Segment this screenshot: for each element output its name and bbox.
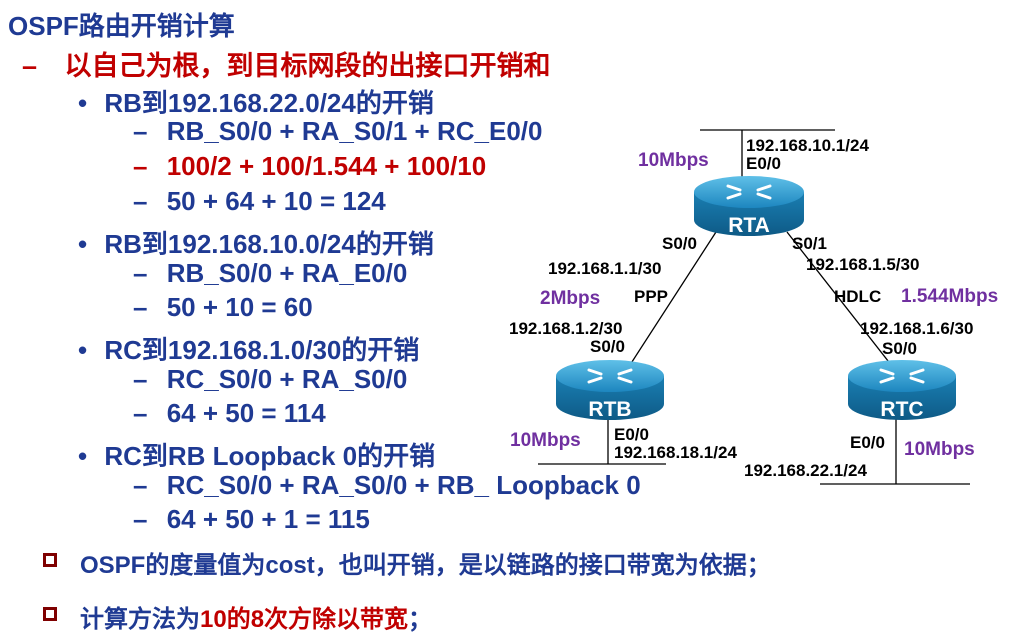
outline-line-14: – 64 + 50 + 1 = 115 — [133, 504, 370, 535]
line-text: RB到192.168.10.0/24的开销 — [104, 229, 434, 259]
line-marker: • — [78, 441, 88, 471]
label-bw-2m: 2Mbps — [540, 288, 600, 309]
label-rta-bw: 10Mbps — [638, 150, 709, 171]
outline-line-13: – RC_S0/0 + RA_S0/0 + RB_ Loopback 0 — [133, 470, 641, 501]
label-rta-net: 192.168.10.1/24 — [746, 136, 869, 155]
label-ip-22-1: 192.168.22.1/24 — [744, 461, 867, 480]
line-text: RC到192.168.1.0/30的开销 — [104, 335, 420, 365]
line-marker: • — [78, 335, 88, 365]
outline-line-4: – 100/2 + 100/1.544 + 100/10 — [133, 151, 486, 182]
outline-line-2: • RB到192.168.22.0/24的开销 — [78, 83, 434, 120]
label-rta-s01: S0/1 — [792, 234, 827, 253]
router-rtb-icon — [556, 360, 664, 420]
line-marker: – — [133, 258, 148, 288]
line-marker: • — [78, 229, 88, 259]
note-formula: 计算方法为10的8次方除以带宽； — [80, 599, 432, 634]
label-rta-s00: S0/0 — [662, 234, 697, 253]
label-rtc-e0: E0/0 — [850, 433, 885, 452]
line-text: RB到192.168.22.0/24的开销 — [104, 88, 434, 118]
note-text: OSPF的度量值为cost，也叫开销，是以链路的接口带宽为依据； — [80, 552, 771, 579]
label-ip-1-2: 192.168.1.2/30 — [509, 319, 622, 338]
outline-line-5: – 50 + 64 + 10 = 124 — [133, 186, 386, 217]
line-text: 以自己为根，到目标网段的出接口开销和 — [64, 51, 551, 81]
outline-line-7: – RB_S0/0 + RA_E0/0 — [133, 258, 407, 289]
label-rtb-s00: S0/0 — [590, 337, 625, 356]
label-rtb-e0: E0/0 — [614, 425, 649, 444]
line-marker: – — [133, 116, 148, 146]
ppp-link — [627, 231, 717, 369]
page-title: OSPF路由开销计算 — [8, 11, 235, 41]
outline-line-11: – 64 + 50 = 114 — [133, 398, 326, 429]
line-marker: – — [133, 470, 148, 500]
hdlc-link — [786, 231, 893, 367]
note-cost: OSPF的度量值为cost，也叫开销，是以链路的接口带宽为依据； — [80, 545, 771, 580]
line-text: RC到RB Loopback 0的开销 — [104, 441, 436, 471]
line-marker: – — [22, 51, 38, 81]
outline-line-9: • RC到192.168.1.0/30的开销 — [78, 330, 419, 367]
line-text: RC_S0/0 + RA_S0/0 + RB_ Loopback 0 — [166, 470, 641, 500]
outline-line-10: – RC_S0/0 + RA_S0/0 — [133, 364, 407, 395]
label-rtb-bw: 10Mbps — [510, 430, 581, 451]
router-label-rtc: RTC — [880, 398, 923, 421]
label-ip-1-5: 192.168.1.5/30 — [806, 255, 919, 274]
line-marker: – — [133, 364, 148, 394]
label-hdlc: HDLC — [834, 287, 881, 306]
line-marker: – — [133, 292, 148, 322]
line-text: RB_S0/0 + RA_S0/1 + RC_E0/0 — [166, 116, 543, 146]
label-ip-1-6: 192.168.1.6/30 — [860, 319, 973, 338]
line-marker: – — [133, 398, 148, 428]
line-text: RB_S0/0 + RA_E0/0 — [166, 258, 408, 288]
line-marker: – — [133, 151, 148, 181]
outline-line-3: – RB_S0/0 + RA_S0/1 + RC_E0/0 — [133, 116, 542, 147]
outline-line-12: • RC到RB Loopback 0的开销 — [78, 436, 435, 473]
router-label-rta: RTA — [728, 214, 770, 237]
line-text: 50 + 64 + 10 = 124 — [166, 186, 386, 216]
note-text: 计算方法为 — [80, 606, 200, 633]
square-bullet-icon — [43, 553, 57, 567]
line-text: 100/2 + 100/1.544 + 100/10 — [166, 151, 487, 181]
label-bw-1544: 1.544Mbps — [901, 286, 998, 307]
line-marker: • — [78, 88, 88, 118]
line-marker: – — [133, 504, 148, 534]
label-ip-1-1: 192.168.1.1/30 — [548, 259, 661, 278]
outline-line-6: • RB到192.168.10.0/24的开销 — [78, 224, 434, 261]
line-text: 50 + 10 = 60 — [166, 292, 313, 322]
line-text: RC_S0/0 + RA_S0/0 — [166, 364, 408, 394]
note-text: ； — [408, 606, 433, 633]
label-rta-e0: E0/0 — [746, 154, 781, 173]
router-rtc-icon — [848, 360, 956, 420]
router-label-rtb: RTB — [588, 398, 631, 421]
label-rtc-s00: S0/0 — [882, 339, 917, 358]
router-rta-icon — [694, 176, 804, 236]
square-bullet-icon — [43, 607, 57, 621]
note-highlight: 10的8次方除以带宽 — [200, 606, 409, 633]
label-ppp: PPP — [634, 287, 668, 306]
line-text: 64 + 50 = 114 — [166, 398, 326, 428]
label-rtc-bw: 10Mbps — [904, 439, 975, 460]
outline-line-8: – 50 + 10 = 60 — [133, 292, 313, 323]
line-marker: – — [133, 186, 148, 216]
outline-line-1: – 以自己为根，到目标网段的出接口开销和 — [22, 44, 551, 83]
label-ip-18-1: 192.168.18.1/24 — [614, 443, 737, 462]
line-text: 64 + 50 + 1 = 115 — [166, 504, 370, 534]
